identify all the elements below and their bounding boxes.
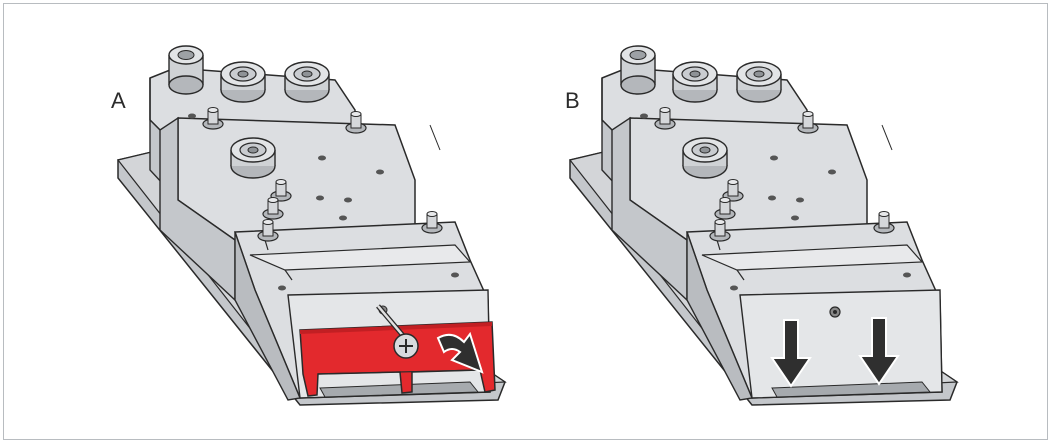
panel-label-a: A	[111, 88, 126, 113]
screwdriver-icon	[376, 304, 407, 340]
module-b	[570, 46, 957, 405]
module-a	[118, 46, 505, 405]
panel-label-b: B	[565, 88, 580, 113]
arrow-right-down-icon	[436, 331, 484, 374]
screw-icon	[393, 333, 419, 359]
arrow-down-icon	[858, 317, 900, 386]
arrow-down-icon	[770, 319, 812, 388]
